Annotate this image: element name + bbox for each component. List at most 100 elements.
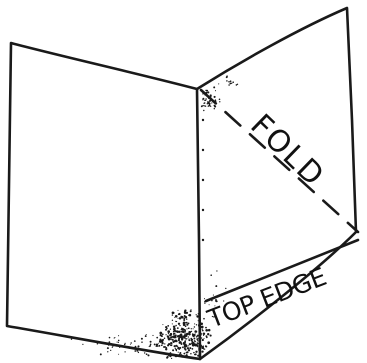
- stipple-dot: [188, 349, 190, 351]
- stipple-dot: [134, 340, 136, 342]
- stipple-dot: [183, 356, 185, 358]
- stipple-dot: [142, 349, 144, 351]
- stipple-dot: [218, 83, 219, 84]
- stipple-dot: [175, 325, 177, 327]
- stipple-dot: [165, 334, 166, 335]
- stipple-dot: [203, 98, 204, 99]
- stipple-dot: [130, 344, 131, 345]
- stipple-dot: [180, 341, 182, 343]
- stipple-dot: [116, 345, 118, 347]
- stipple-dot: [189, 343, 191, 345]
- stipple-dot: [175, 331, 177, 333]
- stipple-dot: [193, 343, 194, 344]
- stipple-dot: [188, 336, 189, 337]
- stipple-dot: [179, 352, 181, 354]
- spine-ticks: [202, 119, 204, 241]
- stipple-dot: [206, 346, 207, 347]
- stipple-dot: [161, 342, 163, 344]
- stipple-dot: [174, 333, 175, 334]
- stipple-dot: [187, 348, 188, 349]
- stipple-dot: [108, 344, 109, 345]
- stipple-dot: [191, 328, 192, 329]
- stipple-dot: [207, 92, 208, 93]
- stipple-dot: [184, 348, 186, 350]
- stipple-dot: [178, 352, 179, 353]
- stipple-dot: [182, 346, 183, 347]
- stipple-dot: [197, 340, 198, 341]
- stipple-dot: [146, 353, 148, 355]
- stipple-dot: [168, 333, 169, 334]
- stipple-dot: [172, 343, 173, 344]
- stipple-dot: [207, 101, 208, 102]
- stipple-dot: [111, 343, 112, 344]
- stipple-dot: [208, 329, 209, 330]
- stipple-dot: [175, 348, 176, 349]
- stipple-dot: [175, 315, 178, 318]
- stipple-dot: [196, 345, 198, 347]
- stipple-dot: [177, 327, 179, 329]
- stipple-dot: [112, 346, 113, 347]
- stipple-dot: [229, 82, 231, 84]
- stipple-dot: [206, 300, 208, 302]
- stipple-dot: [135, 346, 137, 348]
- stipple-dot: [190, 310, 192, 312]
- stipple-dot: [198, 313, 200, 315]
- stipple-dot: [166, 357, 168, 359]
- stipple-dot: [149, 346, 150, 347]
- stipple-dot: [198, 347, 199, 348]
- stipple-dot: [174, 317, 175, 318]
- stipple-dot: [171, 358, 172, 359]
- stipple-dot: [138, 352, 139, 353]
- stipple-dot: [170, 339, 171, 340]
- stipple-dot: [219, 101, 220, 102]
- stipple-dot: [185, 334, 187, 336]
- stipple-dot: [114, 337, 115, 338]
- stipple-dot: [171, 345, 172, 346]
- stipple-dot: [185, 322, 187, 324]
- stipple-dot: [194, 326, 195, 327]
- stipple-dot: [146, 334, 147, 335]
- stipple-dot: [206, 90, 208, 92]
- stipple-dot: [188, 338, 189, 339]
- stipple-dot: [190, 353, 191, 354]
- stipple-dot: [200, 330, 201, 331]
- stipple-dot: [195, 351, 197, 353]
- stipple-dot: [186, 328, 187, 329]
- stipple-dot: [196, 314, 197, 315]
- stipple-dot: [162, 333, 164, 335]
- stipple-dot: [193, 336, 194, 337]
- stipple-dot: [186, 338, 187, 339]
- stipple-dot: [205, 329, 208, 332]
- fold-label: FOLD: [243, 108, 331, 195]
- stipple-dot: [131, 342, 132, 343]
- stipple-dot: [164, 343, 165, 344]
- stipple-dot: [167, 325, 169, 327]
- stipple-dot: [118, 335, 119, 336]
- stipple-dot: [165, 329, 167, 331]
- stipple-dot: [97, 343, 99, 345]
- stipple-dot: [228, 84, 230, 86]
- stipple-dot: [228, 81, 230, 83]
- stipple-dot: [207, 341, 210, 344]
- stipple-dot: [165, 346, 167, 348]
- stipple-dot: [206, 93, 207, 94]
- stipple-dot: [159, 332, 162, 335]
- stipple-dot: [203, 335, 204, 336]
- stipple-dot: [147, 354, 149, 356]
- stipple-dot: [226, 80, 228, 82]
- stipple-dot: [118, 340, 120, 342]
- stipple-dot: [211, 102, 212, 103]
- stipple-dot: [184, 332, 186, 334]
- stipple-dot: [201, 326, 204, 329]
- stipple-dot: [174, 326, 175, 327]
- stipple-dot: [214, 108, 215, 109]
- stipple-dot: [185, 339, 186, 340]
- stipple-dot: [194, 330, 197, 333]
- stipple-dot: [184, 337, 186, 339]
- stipple-dot: [198, 335, 200, 337]
- stipple-dot: [198, 338, 199, 339]
- stipple-dot: [215, 285, 217, 287]
- stipple-dot: [176, 350, 177, 351]
- stipple-dot: [202, 329, 203, 330]
- stipple-dot: [170, 329, 171, 330]
